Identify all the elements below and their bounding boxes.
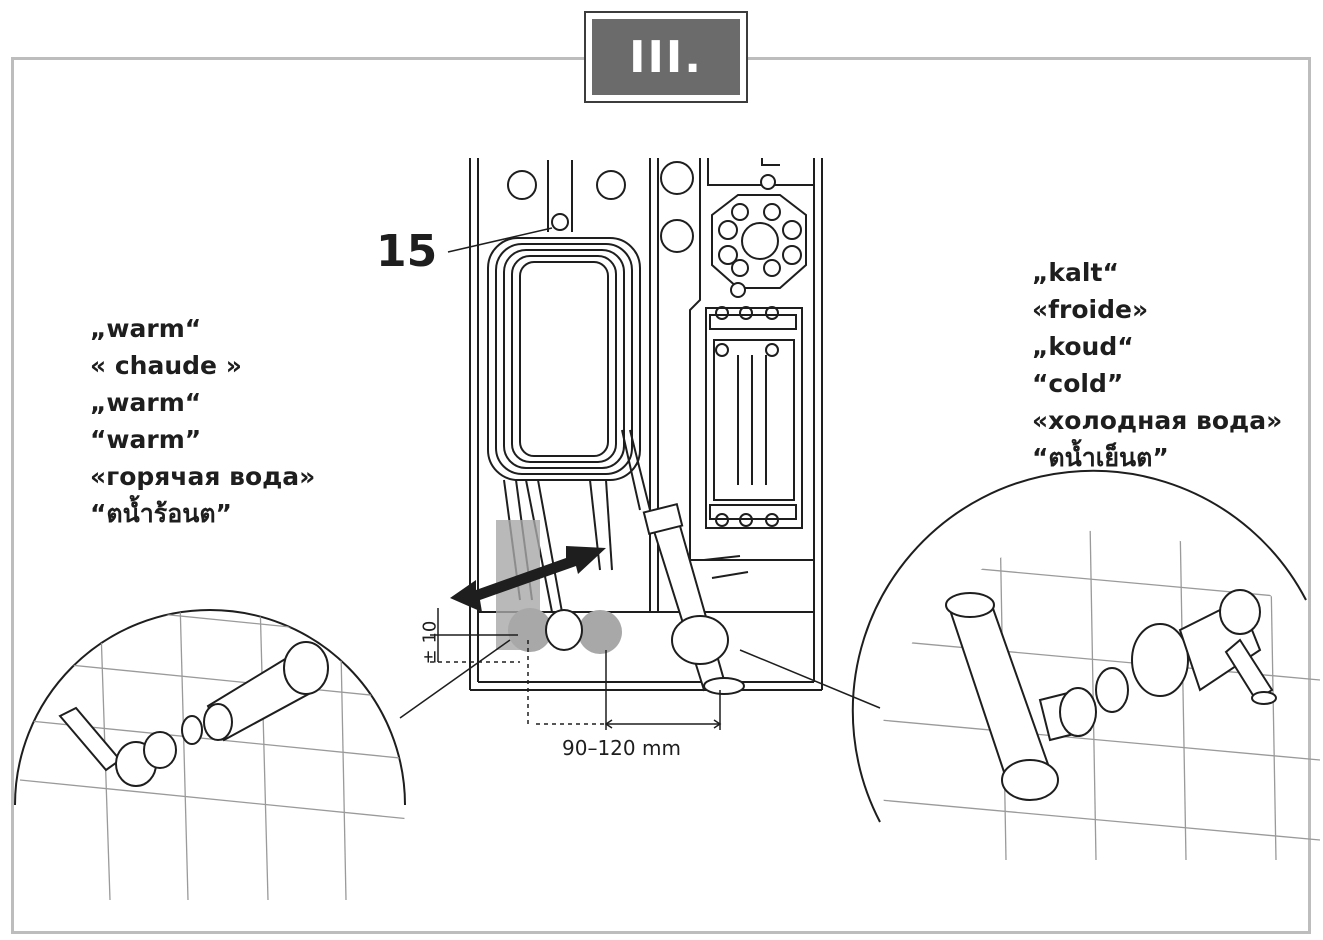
heating-coil xyxy=(487,160,651,511)
cold-label-de: „kalt“ xyxy=(1032,258,1119,287)
adjustment-arrow xyxy=(450,546,606,612)
warm-label-nl: „warm“ xyxy=(90,388,202,417)
tolerance-label: ± 10 xyxy=(419,620,441,665)
warm-label-fr: « chaude » xyxy=(90,351,242,380)
cold-labels: „kalt“ «froide» „koud“ “cold” «холодная … xyxy=(1032,254,1282,476)
inlet-pipe xyxy=(642,503,749,695)
cold-label-ru: «холодная вода» xyxy=(1032,406,1283,435)
leader-lines xyxy=(399,227,881,719)
warm-label-de: „warm“ xyxy=(90,314,202,343)
part-number-label: 15 xyxy=(376,226,438,277)
warm-label-th: “ตน้ำร้อนต” xyxy=(90,499,232,528)
dimension-lines xyxy=(430,608,722,730)
cold-label-en: “cold” xyxy=(1032,369,1124,398)
warm-connection-detail xyxy=(14,609,406,901)
cold-label-nl: „koud“ xyxy=(1032,332,1134,361)
warm-label-en: “warm” xyxy=(90,425,202,454)
step-badge: III. xyxy=(584,11,748,103)
dimension-label: 90–120 mm xyxy=(562,736,681,760)
cold-label-fr: «froide» xyxy=(1032,295,1149,324)
cold-label-th: “ตน้ำเย็นต” xyxy=(1032,443,1169,472)
terminal-block xyxy=(705,306,803,529)
warm-label-ru: «горячая вода» xyxy=(90,462,316,491)
thermal-fuse xyxy=(711,174,807,298)
warm-labels: „warm“ « chaude » „warm“ “warm” «горячая… xyxy=(90,310,315,532)
cold-connection-detail xyxy=(851,469,1321,861)
step-number: III. xyxy=(592,19,740,95)
